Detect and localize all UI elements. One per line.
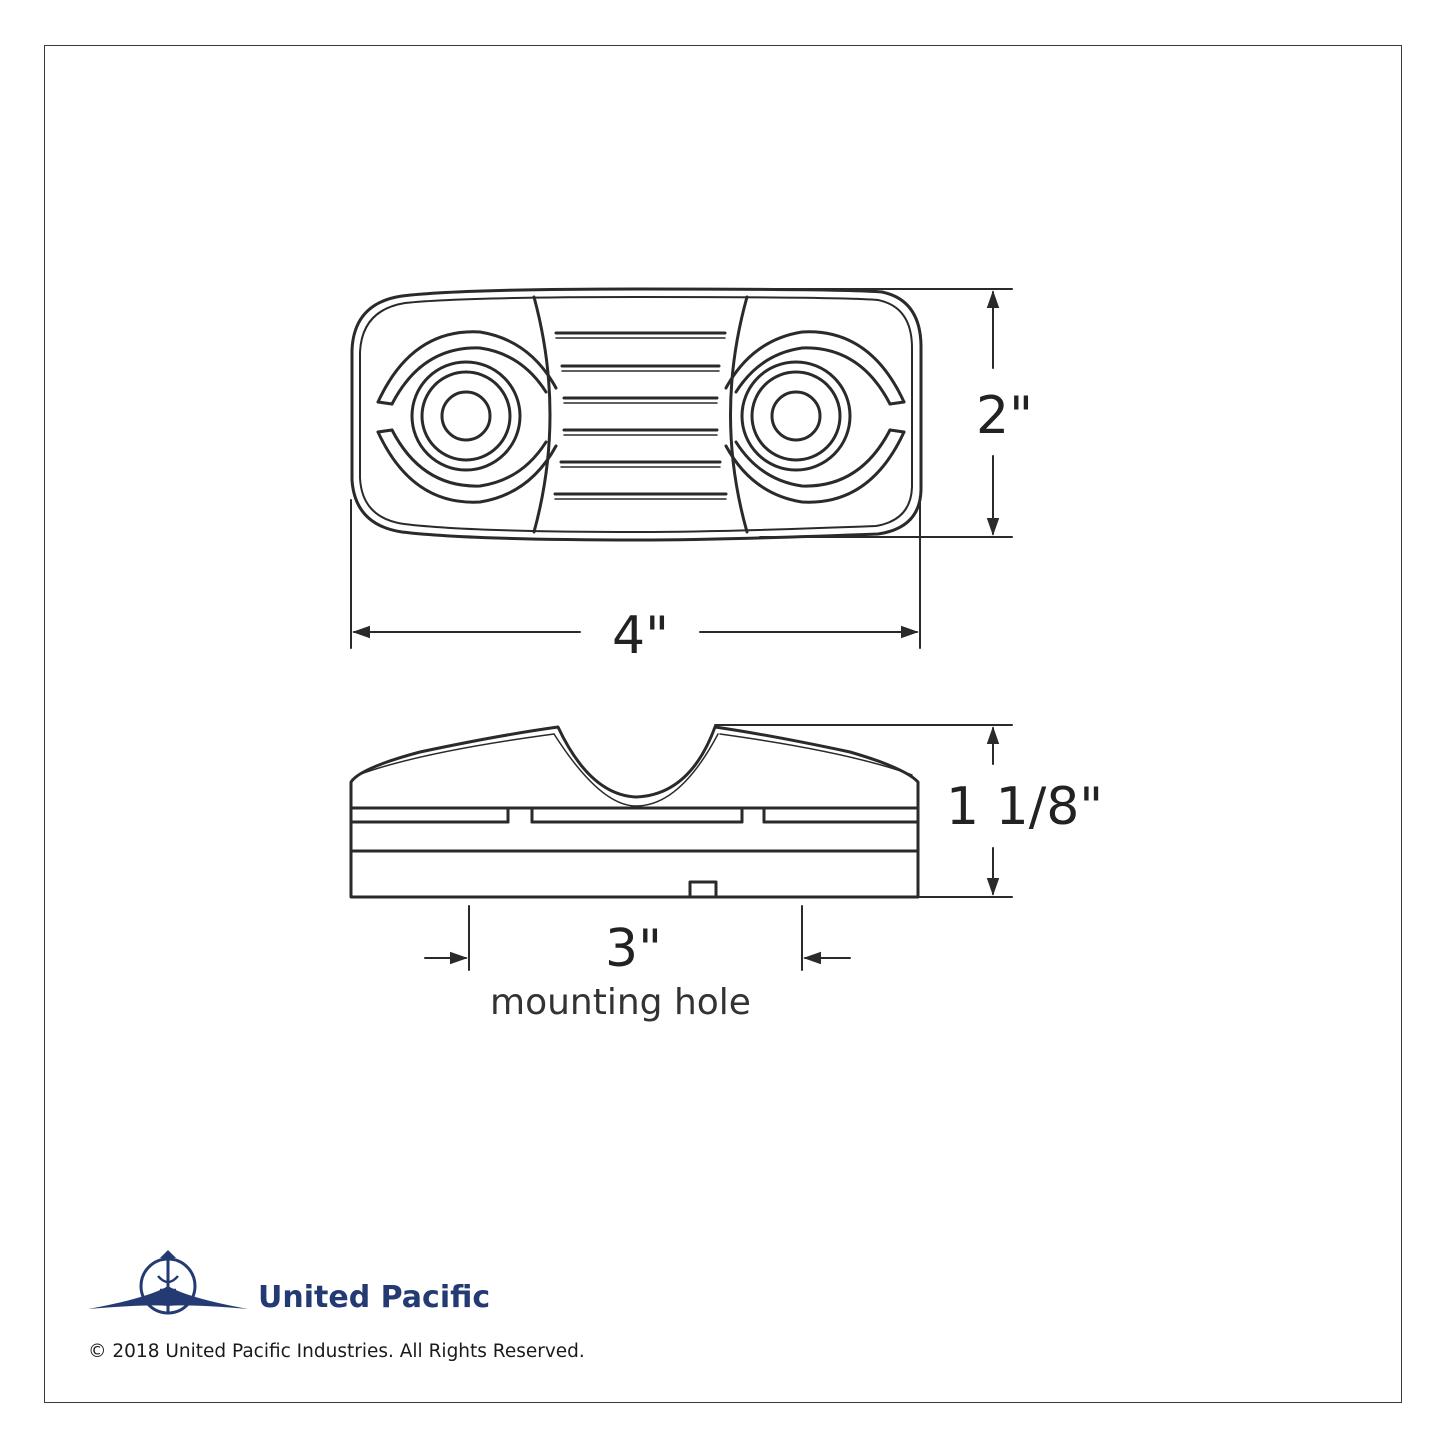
mount-spacing-label: 3" bbox=[605, 919, 663, 979]
drawing-frame bbox=[44, 45, 1402, 1403]
side-profile bbox=[349, 725, 920, 899]
top-view bbox=[350, 287, 923, 542]
right-lens bbox=[724, 330, 906, 504]
width-label: 4" bbox=[612, 606, 670, 666]
lamp-outline bbox=[350, 287, 923, 542]
height-label: 2" bbox=[976, 386, 1034, 446]
left-lens bbox=[376, 330, 558, 504]
side-view bbox=[349, 725, 920, 899]
brand-name: United Pacific bbox=[258, 1280, 491, 1315]
depth-dimension bbox=[714, 724, 1013, 898]
height-dimension bbox=[759, 288, 1013, 538]
mount-caption: mounting hole bbox=[490, 982, 751, 1023]
mount-dimension bbox=[424, 905, 851, 971]
depth-label: 1 1/8" bbox=[946, 777, 1104, 837]
copyright-notice: © 2018 United Pacific Industries. All Ri… bbox=[88, 1341, 585, 1362]
width-dimension bbox=[350, 499, 921, 649]
united-pacific-logo-icon bbox=[88, 1250, 248, 1315]
